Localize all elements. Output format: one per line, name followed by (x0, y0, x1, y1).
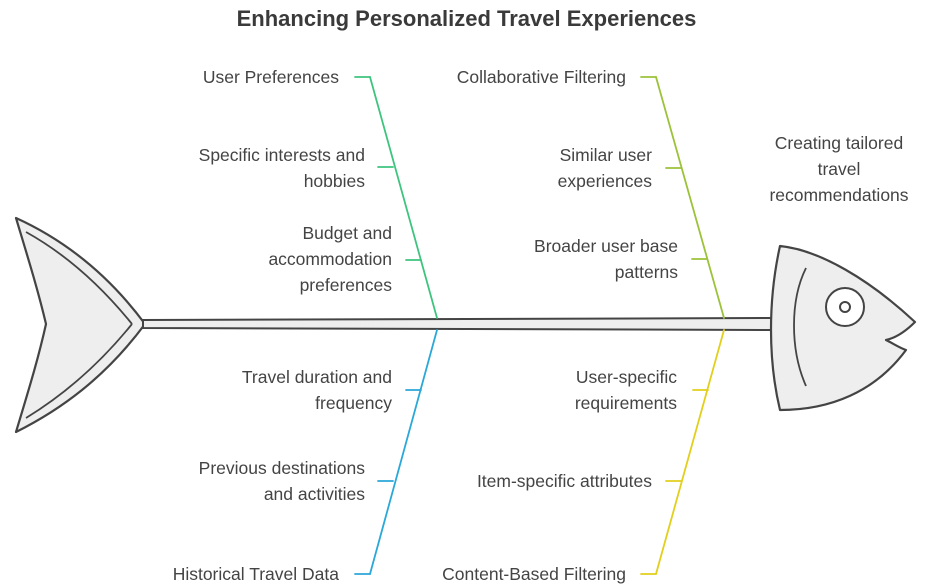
cause-label-collaborative-filtering: Collaborative Filtering (456, 67, 626, 87)
bone-historical-travel-data (354, 329, 438, 575)
sub-cause-previous-destinations: Previous destinations and activities (198, 458, 365, 504)
fish-tail (14, 216, 147, 434)
cause-label-user-preferences: User Preferences (202, 67, 339, 87)
bone-line (369, 76, 438, 319)
fish-head (769, 244, 917, 412)
diagram-title: Enhancing Personalized Travel Experience… (236, 6, 697, 31)
bone-content-based-filtering (640, 329, 725, 575)
sub-cause-item-specific-attributes: Item-specific attributes (476, 471, 652, 491)
sub-cause-travel-duration: Travel duration and frequency (241, 367, 392, 413)
bone-line (369, 329, 438, 575)
bone-line (655, 76, 725, 319)
effect-label: Creating tailored travel recommendations (769, 133, 909, 205)
cause-label-content-based-filtering: Content-Based Filtering (442, 564, 626, 584)
sub-cause-user-specific-requirements: User-specific requirements (574, 367, 677, 413)
sub-cause-budget-accommodation: Budget and accommodation preferences (268, 223, 392, 295)
bone-user-preferences (354, 76, 438, 319)
fish-spine (142, 316, 779, 332)
sub-cause-similar-user-experiences: Similar user experiences (557, 145, 652, 191)
sub-cause-broader-user-base: Broader user base patterns (534, 236, 678, 282)
cause-label-historical-travel-data: Historical Travel Data (172, 564, 339, 584)
bone-collaborative-filtering (640, 76, 725, 319)
sub-cause-specific-interests: Specific interests and hobbies (198, 145, 365, 191)
bone-line (655, 329, 725, 575)
